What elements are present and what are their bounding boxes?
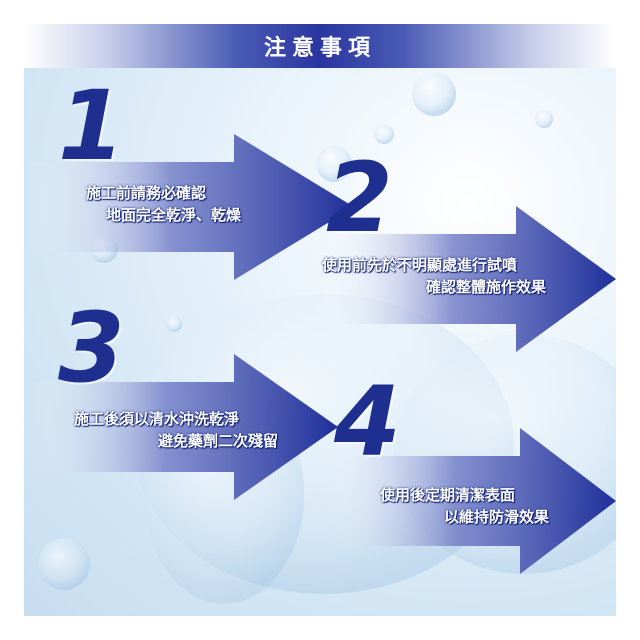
title-band: 注意事項 bbox=[24, 24, 616, 68]
step-3-number: 3 bbox=[58, 292, 125, 404]
step-3-text: 施工後須以清水沖洗乾淨 避免藥劑二次殘留 bbox=[74, 408, 278, 452]
step-3-line1: 施工後須以清水沖洗乾淨 bbox=[74, 410, 240, 428]
step-1-arrow bbox=[24, 134, 354, 280]
step-3-line2: 避免藥劑二次殘留 bbox=[158, 432, 279, 450]
small-drop bbox=[166, 316, 182, 332]
small-drop bbox=[38, 538, 90, 590]
step-2-line2: 確認整體施作效果 bbox=[426, 278, 547, 296]
small-drop bbox=[316, 146, 352, 182]
step-2-text: 使用前先於不明顯處進行試噴 確認整體施作效果 bbox=[322, 254, 546, 298]
small-drop bbox=[535, 110, 553, 128]
small-drop bbox=[412, 72, 456, 116]
page-title: 注意事項 bbox=[263, 36, 376, 61]
step-4-number: 4 bbox=[334, 366, 401, 478]
step-4-text: 使用後定期清潔表面 以維持防滑效果 bbox=[380, 484, 549, 528]
step-2-line1: 使用前先於不明顯處進行試噴 bbox=[322, 256, 518, 274]
step-1-text: 施工前請務必確認 地面完全乾淨、乾燥 bbox=[86, 182, 241, 226]
step-1-number: 1 bbox=[58, 70, 125, 182]
small-drop bbox=[374, 124, 394, 144]
step-1-line1: 施工前請務必確認 bbox=[86, 184, 207, 202]
step-1-line2: 地面完全乾淨、乾燥 bbox=[106, 206, 242, 224]
step-4-line2: 以維持防滑效果 bbox=[444, 508, 550, 526]
step-4-arrow bbox=[324, 428, 616, 574]
notice-panel: 注意事項 1 施工前請務必確認 地面完全乾淨、乾燥 2 使用前先於不明顯處進行試… bbox=[24, 24, 616, 616]
step-3-arrow bbox=[24, 354, 338, 500]
step-4-line1: 使用後定期清潔表面 bbox=[380, 486, 516, 504]
step-2-arrow bbox=[320, 206, 616, 352]
step-2-number: 2 bbox=[326, 142, 393, 254]
